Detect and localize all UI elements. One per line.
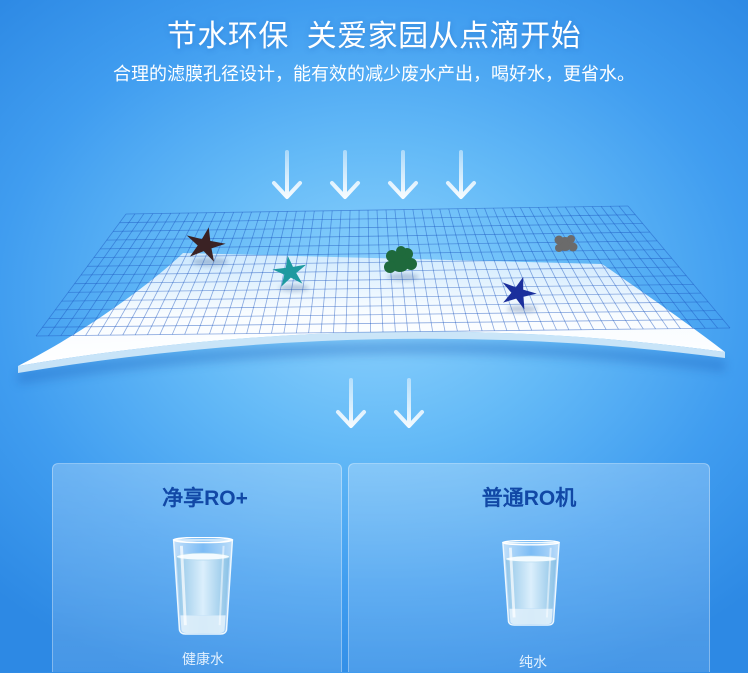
mesh-line [61, 292, 701, 302]
mesh-line [42, 318, 723, 328]
down-arrow-icon [446, 150, 476, 199]
particle-shape [502, 276, 537, 310]
panel-title: 净享RO+ [162, 487, 248, 510]
arrows-above [272, 150, 476, 199]
membrane-edge [18, 331, 725, 373]
page-title: 节水环保 关爱家园从点滴开始 [166, 20, 582, 53]
particle-shape [186, 227, 226, 262]
blob-particle-icon [384, 246, 419, 281]
mesh-line [113, 223, 643, 232]
panel-label: 健康水 [182, 651, 224, 667]
mesh-line [68, 284, 694, 293]
mesh-line [74, 275, 687, 285]
particle-shape [554, 235, 578, 252]
star-particle-icon [502, 276, 537, 313]
panel-label: 纯水 [519, 654, 547, 670]
water-glass-icon [172, 537, 234, 635]
down-arrow-icon [336, 378, 366, 428]
comparison-panel-standard: 普通RO机 纯水 [348, 463, 710, 672]
star-particle-icon [272, 255, 309, 292]
particle-shape [272, 255, 307, 287]
down-arrow-icon [388, 150, 418, 199]
mesh-line [35, 327, 731, 337]
comparison-panel-plus: 净享RO+ 健康水 [52, 463, 342, 672]
mesh-line [87, 257, 672, 267]
arrows-below [336, 378, 424, 428]
water-glass-icon [502, 540, 560, 626]
mesh-line [93, 249, 665, 258]
star-particle-icon [186, 227, 228, 266]
filtration-illustration [18, 150, 731, 428]
particle-shape [384, 246, 417, 273]
mesh-line [125, 205, 629, 215]
filter-membrane-icon [18, 205, 731, 384]
down-arrow-icon [330, 150, 360, 199]
membrane-shadow [18, 341, 725, 384]
page-subtitle: 合理的滤膜孔径设计，能有效的减少废水产出，喝好水，更省水。 [113, 64, 635, 84]
mesh-line [55, 301, 709, 311]
mesh-line [80, 266, 680, 276]
down-arrow-icon [272, 150, 302, 199]
mesh-line [119, 214, 636, 224]
panel-title: 普通RO机 [481, 487, 577, 510]
mesh-line [48, 310, 716, 319]
blob-particle-icon [554, 235, 578, 252]
down-arrow-icon [394, 378, 424, 428]
contaminant-particles [186, 227, 578, 313]
